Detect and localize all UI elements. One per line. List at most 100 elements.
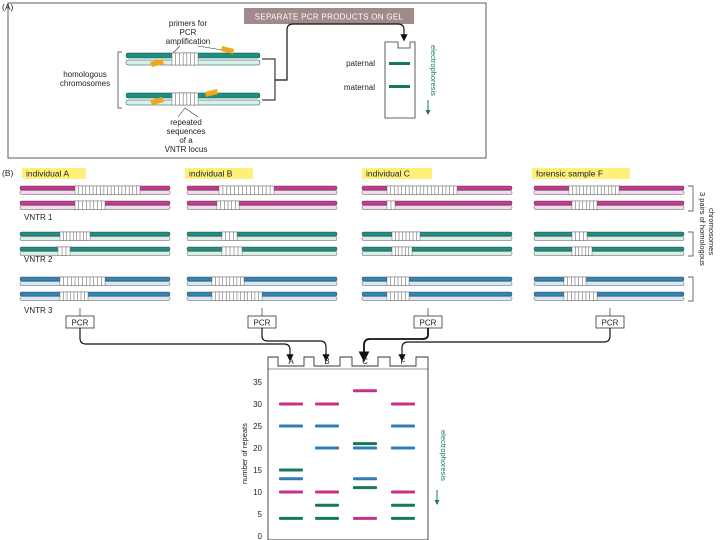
gel-band-a-10 bbox=[279, 490, 303, 494]
vntr-repeat-block bbox=[57, 246, 71, 256]
chromosome-strand bbox=[533, 231, 685, 237]
individual-a-label: individual A bbox=[26, 169, 69, 179]
repeated-label-3: of a bbox=[179, 136, 193, 145]
primers-label-1: primers for bbox=[169, 19, 208, 28]
chromosome bbox=[533, 231, 685, 241]
chromosome-strand bbox=[533, 291, 685, 297]
chromosome-strand bbox=[186, 251, 338, 256]
gel-y-tick: 30 bbox=[253, 400, 262, 409]
pcr-label: PCR bbox=[72, 319, 89, 328]
chromosome-strand bbox=[186, 246, 338, 252]
gel-band-b-20 bbox=[315, 446, 339, 450]
chromosome-strand bbox=[19, 296, 171, 301]
chromosome-strand bbox=[19, 246, 171, 252]
chromosome bbox=[361, 291, 513, 301]
chromosome-strand bbox=[361, 251, 513, 256]
chromosome bbox=[19, 291, 171, 301]
primers-label-2: PCR bbox=[180, 28, 197, 37]
chromosome-strand bbox=[361, 231, 513, 237]
gel-band-c-11 bbox=[353, 486, 377, 490]
chromosome bbox=[19, 231, 171, 241]
gel-band-c-20 bbox=[353, 446, 377, 450]
chromosome bbox=[533, 246, 685, 256]
homologous-bracket bbox=[117, 51, 122, 109]
chromosome bbox=[19, 185, 171, 195]
forensic-sample-f-label: forensic sample F bbox=[536, 169, 603, 179]
gel-body bbox=[267, 356, 429, 540]
chromosome bbox=[533, 185, 685, 195]
chromosome bbox=[19, 200, 171, 210]
gel-lane-label-a: A bbox=[288, 357, 294, 366]
gel-band-f-30 bbox=[391, 402, 415, 406]
gel-band-b-25 bbox=[315, 424, 339, 428]
repeated-label-4: VNTR locus bbox=[165, 145, 208, 154]
vntr-1-label: VNTR 1 bbox=[24, 213, 53, 222]
chromosome-strand bbox=[533, 296, 685, 301]
repeat-pointer-left bbox=[177, 107, 186, 118]
chromosome bbox=[533, 276, 685, 286]
panel-a-frame bbox=[7, 2, 487, 159]
chromosome-strand bbox=[533, 200, 685, 206]
vntr-repeat-block bbox=[563, 291, 598, 301]
chromosome bbox=[361, 200, 513, 210]
gel-band-b-7 bbox=[315, 503, 339, 507]
chromosome-strand bbox=[361, 200, 513, 206]
gel-band-b-10 bbox=[315, 490, 339, 494]
gel-y-tick: 15 bbox=[253, 466, 262, 475]
label-highlight bbox=[532, 168, 630, 179]
mini-gel bbox=[384, 41, 416, 119]
gel-y-tick: 5 bbox=[258, 510, 263, 519]
gel-lane-label-f: F bbox=[401, 357, 406, 366]
pairs-label-2: chromosomes bbox=[707, 208, 716, 255]
gel-y-tick: 20 bbox=[253, 444, 262, 453]
chromosome-strand bbox=[19, 231, 171, 237]
panel-a-arrow bbox=[275, 23, 408, 81]
vntr-3-label: VNTR 3 bbox=[24, 306, 53, 315]
electrophoresis-label-a: electrophoresis bbox=[429, 45, 438, 96]
vntr-repeat-block bbox=[211, 276, 245, 286]
pcr-label: PCR bbox=[254, 319, 271, 328]
chromosome bbox=[186, 231, 338, 241]
paternal-label: paternal bbox=[346, 59, 375, 68]
panel-b-label: (B) bbox=[2, 168, 14, 178]
electrophoresis-label-b: electrophoresis bbox=[439, 430, 448, 481]
pcr-label: PCR bbox=[602, 319, 619, 328]
pair-bracket-1 bbox=[688, 185, 694, 212]
panel-a-header-bar bbox=[244, 8, 414, 24]
pairs-label-1: 3 pairs of homologous bbox=[698, 192, 707, 266]
label-highlight bbox=[22, 168, 86, 179]
arrow-pcr-f bbox=[398, 328, 611, 362]
individual-b-label: individual B bbox=[189, 169, 233, 179]
chromosome-strand bbox=[19, 236, 171, 241]
chromosome-strand bbox=[361, 236, 513, 241]
paternal-band bbox=[389, 62, 410, 65]
pcr-box-a: PCR bbox=[65, 315, 95, 329]
chromosome-strand bbox=[19, 291, 171, 297]
chromosome-strand bbox=[533, 281, 685, 286]
gel-band-f-10 bbox=[391, 490, 415, 494]
chromosome-strand bbox=[533, 236, 685, 241]
gel-band-c-4 bbox=[353, 516, 377, 520]
chromosome-strand bbox=[533, 246, 685, 252]
maternal-label: maternal bbox=[344, 83, 375, 92]
panel-a-header: SEPARATE PCR PRODUCTS ON GEL bbox=[255, 13, 404, 22]
gel-y-tick: 10 bbox=[253, 488, 262, 497]
pair-bracket-3 bbox=[688, 276, 694, 302]
gel-band-a-13 bbox=[279, 477, 303, 481]
homologous-label-1: homologous bbox=[63, 70, 107, 79]
vntr-repeat-block bbox=[59, 231, 91, 241]
chromosome bbox=[361, 246, 513, 256]
pcr-label: PCR bbox=[420, 319, 437, 328]
primer-icon bbox=[150, 97, 164, 105]
gel-lane-label-b: B bbox=[324, 357, 329, 366]
label-highlight bbox=[362, 168, 432, 179]
gel-band-c-21 bbox=[353, 442, 377, 446]
chromosome-strand bbox=[361, 296, 513, 301]
panel-a-vntr-repeats-1 bbox=[171, 52, 199, 66]
chromosome-strand bbox=[361, 246, 513, 252]
pcr-box-c: PCR bbox=[413, 315, 443, 329]
gel-bands bbox=[279, 389, 415, 520]
